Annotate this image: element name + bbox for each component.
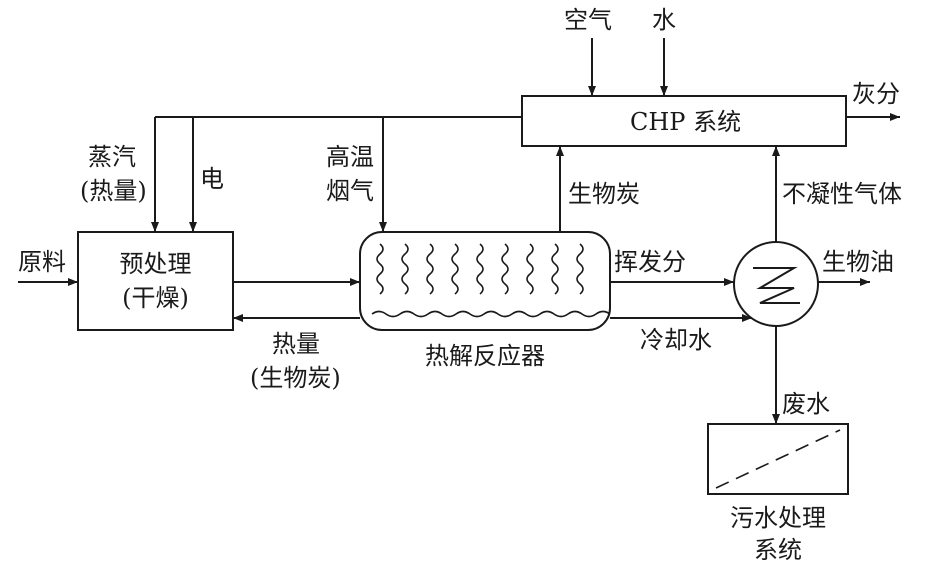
pretreatment-label-line1: 预处理 xyxy=(119,250,192,278)
condenser-symbol xyxy=(733,241,819,327)
heat-return-label-line2: (生物炭) xyxy=(250,364,341,392)
bio-oil-label: 生物油 xyxy=(822,248,894,276)
chp-system-label: CHP 系统 xyxy=(630,108,742,136)
noncondensable-gas-label: 不凝性气体 xyxy=(782,180,902,208)
wastewater-system-label-line1: 污水处理 xyxy=(730,504,826,532)
raw-material-label: 原料 xyxy=(18,248,66,276)
volatiles-label: 挥发分 xyxy=(614,248,686,276)
reactor-label: 热解反应器 xyxy=(425,342,545,370)
heat-return-label-line1: 热量 xyxy=(272,330,320,358)
wastewater-block-diagonal xyxy=(715,429,841,489)
pretreatment-label-line2: (干燥) xyxy=(122,284,189,312)
ash-label: 灰分 xyxy=(852,80,900,108)
electricity-label: 电 xyxy=(200,165,224,193)
biochar-label: 生物炭 xyxy=(568,180,640,208)
hot-flue-gas-label-line1: 高温 xyxy=(326,143,374,171)
reactor-heater-waves xyxy=(371,243,611,318)
chp-block xyxy=(521,95,847,147)
wastewater-system-label-line2: 系统 xyxy=(754,536,802,564)
steam-label-line2: (热量) xyxy=(80,177,147,205)
air-label: 空气 xyxy=(564,6,612,34)
pretreatment-block xyxy=(77,231,234,331)
cooling-water-label: 冷却水 xyxy=(640,326,712,354)
water-label: 水 xyxy=(652,6,676,34)
hot-flue-gas-label-line2: 烟气 xyxy=(326,177,374,205)
waste-water-label: 废水 xyxy=(782,390,830,418)
steam-label-line1: 蒸汽 xyxy=(88,143,136,171)
condenser-coil-icon xyxy=(753,267,800,304)
wastewater-block xyxy=(707,423,849,495)
